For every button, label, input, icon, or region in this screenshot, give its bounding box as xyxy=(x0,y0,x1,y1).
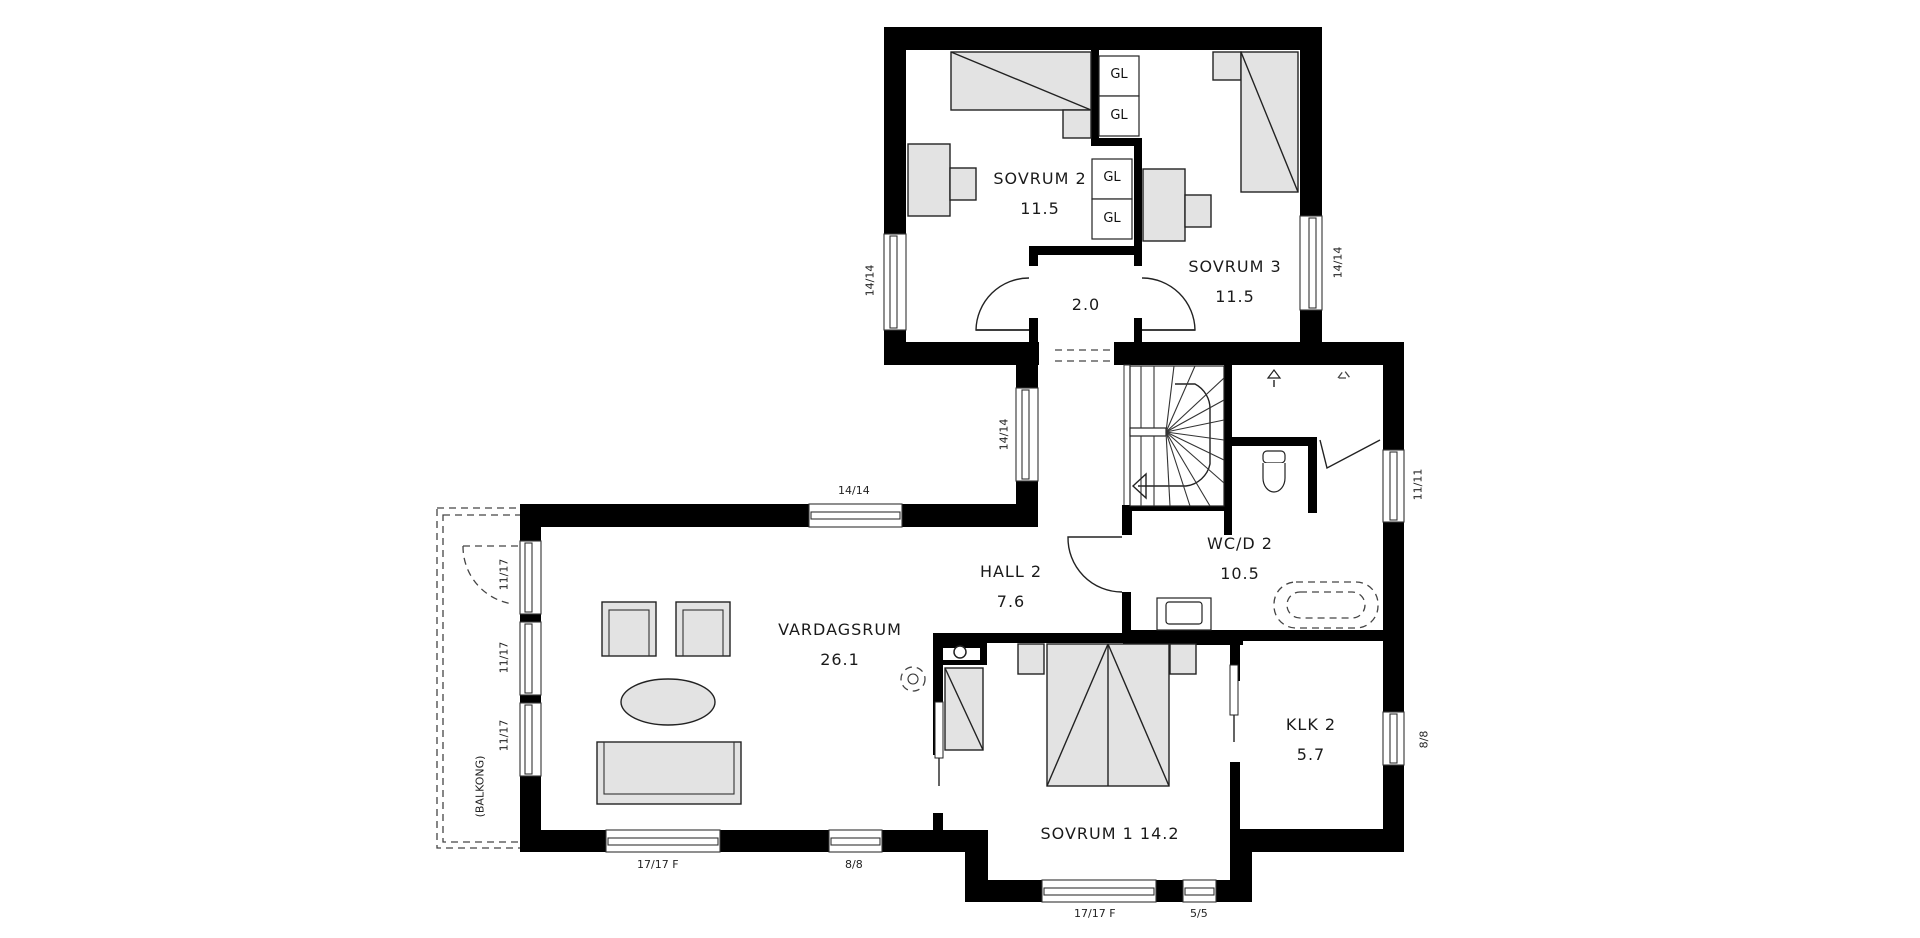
room-vardagsrum-area: 26.1 xyxy=(820,650,860,669)
window-label-vardagsrum-bottom-small: 8/8 xyxy=(845,858,863,871)
room-sovrum3: SOVRUM 3 11.5 xyxy=(1180,252,1290,312)
room-wcd2-name: WC/D 2 xyxy=(1207,534,1273,553)
window-label-balcony-2: 11/17 xyxy=(497,641,511,674)
room-passage-area: 2.0 xyxy=(1071,295,1101,314)
window-label-hall-left: 14/14 xyxy=(997,418,1011,451)
wc-fixtures xyxy=(1156,368,1381,631)
room-sovrum2-name: SOVRUM 2 xyxy=(993,169,1087,188)
window-label-vardagsrum-bottom-large: 17/17 F xyxy=(637,858,679,871)
passage-doors xyxy=(975,277,1196,331)
room-hall2-name: HALL 2 xyxy=(979,562,1043,581)
hall-door xyxy=(1067,536,1123,593)
window-label-balcony-1: 11/17 xyxy=(497,558,511,591)
window-label-sovrum2-left: 14/14 xyxy=(863,264,877,297)
closets xyxy=(1091,55,1140,240)
window-label-sovrum3-right: 14/14 xyxy=(1331,246,1345,279)
room-klk2-name: KLK 2 xyxy=(1285,715,1337,734)
room-sovrum3-area: 11.5 xyxy=(1215,287,1255,306)
room-wcd2-area: 10.5 xyxy=(1220,564,1260,583)
balkong-label: (BALKONG) xyxy=(473,755,487,818)
sovrum1-furniture xyxy=(934,643,1239,787)
room-wcd2: WC/D 2 10.5 xyxy=(1195,529,1285,589)
closet-label: GL xyxy=(1103,170,1121,185)
room-sovrum1: SOVRUM 1 14.2 xyxy=(1030,819,1190,849)
vardagsrum-furniture xyxy=(596,601,926,805)
room-sovrum3-name: SOVRUM 3 xyxy=(1188,257,1282,276)
closet-label: GL xyxy=(1110,67,1128,82)
staircase xyxy=(1129,365,1225,507)
closet-label: GL xyxy=(1110,108,1128,123)
room-klk2: KLK 2 5.7 xyxy=(1271,710,1351,770)
room-hall2: HALL 2 7.6 xyxy=(966,557,1056,617)
room-sovrum2-area: 11.5 xyxy=(1020,199,1060,218)
room-klk2-area: 5.7 xyxy=(1296,745,1326,764)
window-label-sovrum1-bottom-large: 17/17 F xyxy=(1074,907,1116,920)
room-vardagsrum-name: VARDAGSRUM xyxy=(778,620,902,639)
window-label-wc-right: 11/11 xyxy=(1411,468,1425,501)
windows xyxy=(519,215,1405,903)
room-sovrum2: SOVRUM 2 11.5 xyxy=(985,164,1095,224)
room-hall2-area: 7.6 xyxy=(996,592,1026,611)
closet-label: GL xyxy=(1103,211,1121,226)
sovrum2-furniture xyxy=(907,51,1092,217)
window-label-sovrum1-bottom-small: 5/5 xyxy=(1190,907,1208,920)
sovrum3-furniture xyxy=(1142,51,1299,242)
window-label-klk-right: 8/8 xyxy=(1417,730,1431,749)
window-label-vardagsrum-top: 14/14 xyxy=(838,484,870,497)
bedroom1-walls xyxy=(933,630,1404,902)
room-vardagsrum: VARDAGSRUM 26.1 xyxy=(770,615,910,675)
room-sovrum1-name: SOVRUM 1 14.2 xyxy=(1040,824,1180,843)
window-label-balcony-3: 11/17 xyxy=(497,719,511,752)
room-passage: 2.0 xyxy=(1061,290,1111,320)
